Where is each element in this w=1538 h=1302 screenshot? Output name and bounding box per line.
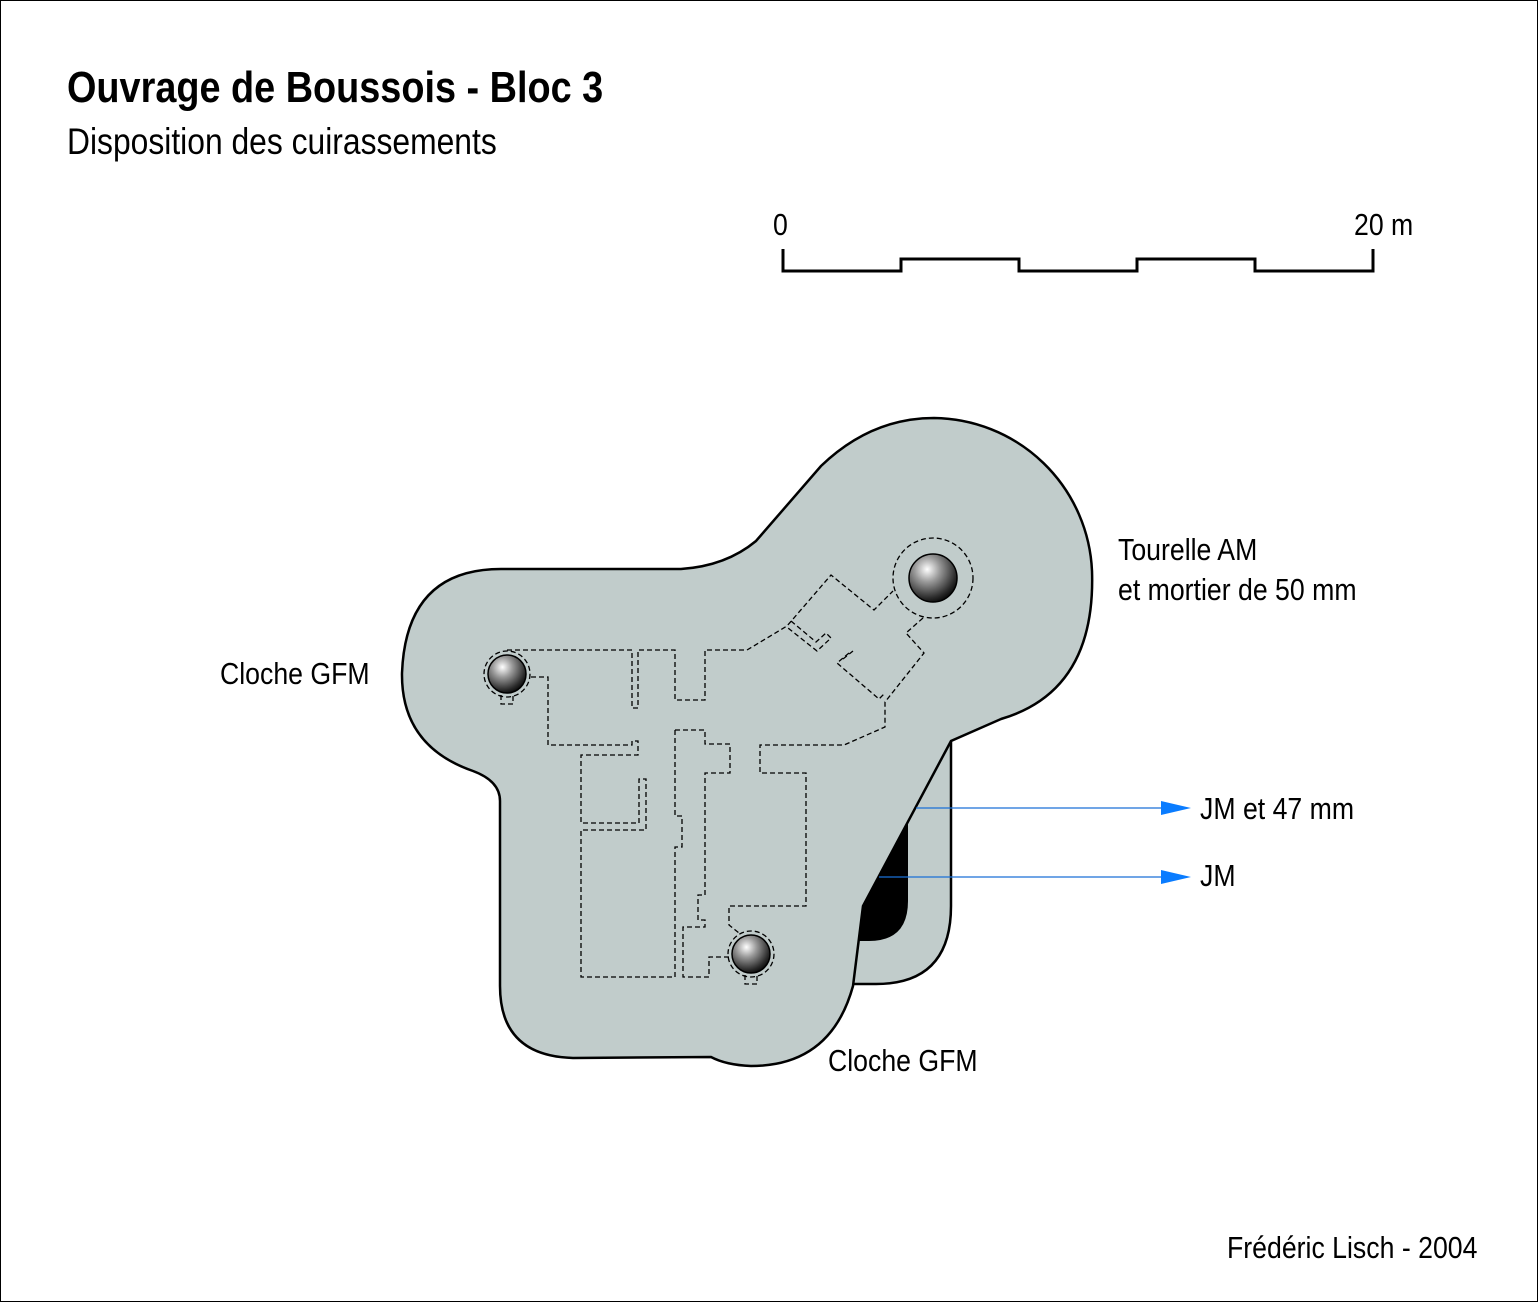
internal-galleries bbox=[483, 537, 974, 985]
diagram-title: Ouvrage de Boussois - Bloc 3 bbox=[67, 63, 604, 112]
scale-end-label: 20 m bbox=[1354, 207, 1414, 242]
arrow-icon bbox=[1161, 801, 1191, 815]
scale-start-label: 0 bbox=[773, 207, 788, 242]
label-cloche-bottom: Cloche GFM bbox=[828, 1043, 978, 1078]
cloche-gfm-bottom-marker bbox=[731, 934, 771, 974]
embrasure-fill bbox=[859, 823, 908, 941]
arrow-icon bbox=[1161, 870, 1191, 884]
credit: Frédéric Lisch - 2004 bbox=[1227, 1230, 1478, 1265]
label-tourelle-line1: Tourelle AM bbox=[1118, 532, 1258, 567]
label-jm: JM bbox=[1200, 858, 1236, 893]
leader-jm bbox=[879, 870, 1191, 884]
tourelle-am-marker bbox=[908, 553, 958, 603]
cloche-gfm-left-marker bbox=[487, 654, 527, 694]
leader-jm47 bbox=[916, 801, 1191, 815]
diagram-subtitle: Disposition des cuirassements bbox=[67, 121, 497, 162]
label-cloche-left: Cloche GFM bbox=[220, 656, 370, 691]
scale-bar bbox=[781, 249, 1375, 273]
label-jm47: JM et 47 mm bbox=[1200, 791, 1355, 826]
label-tourelle-line2: et mortier de 50 mm bbox=[1118, 572, 1357, 607]
